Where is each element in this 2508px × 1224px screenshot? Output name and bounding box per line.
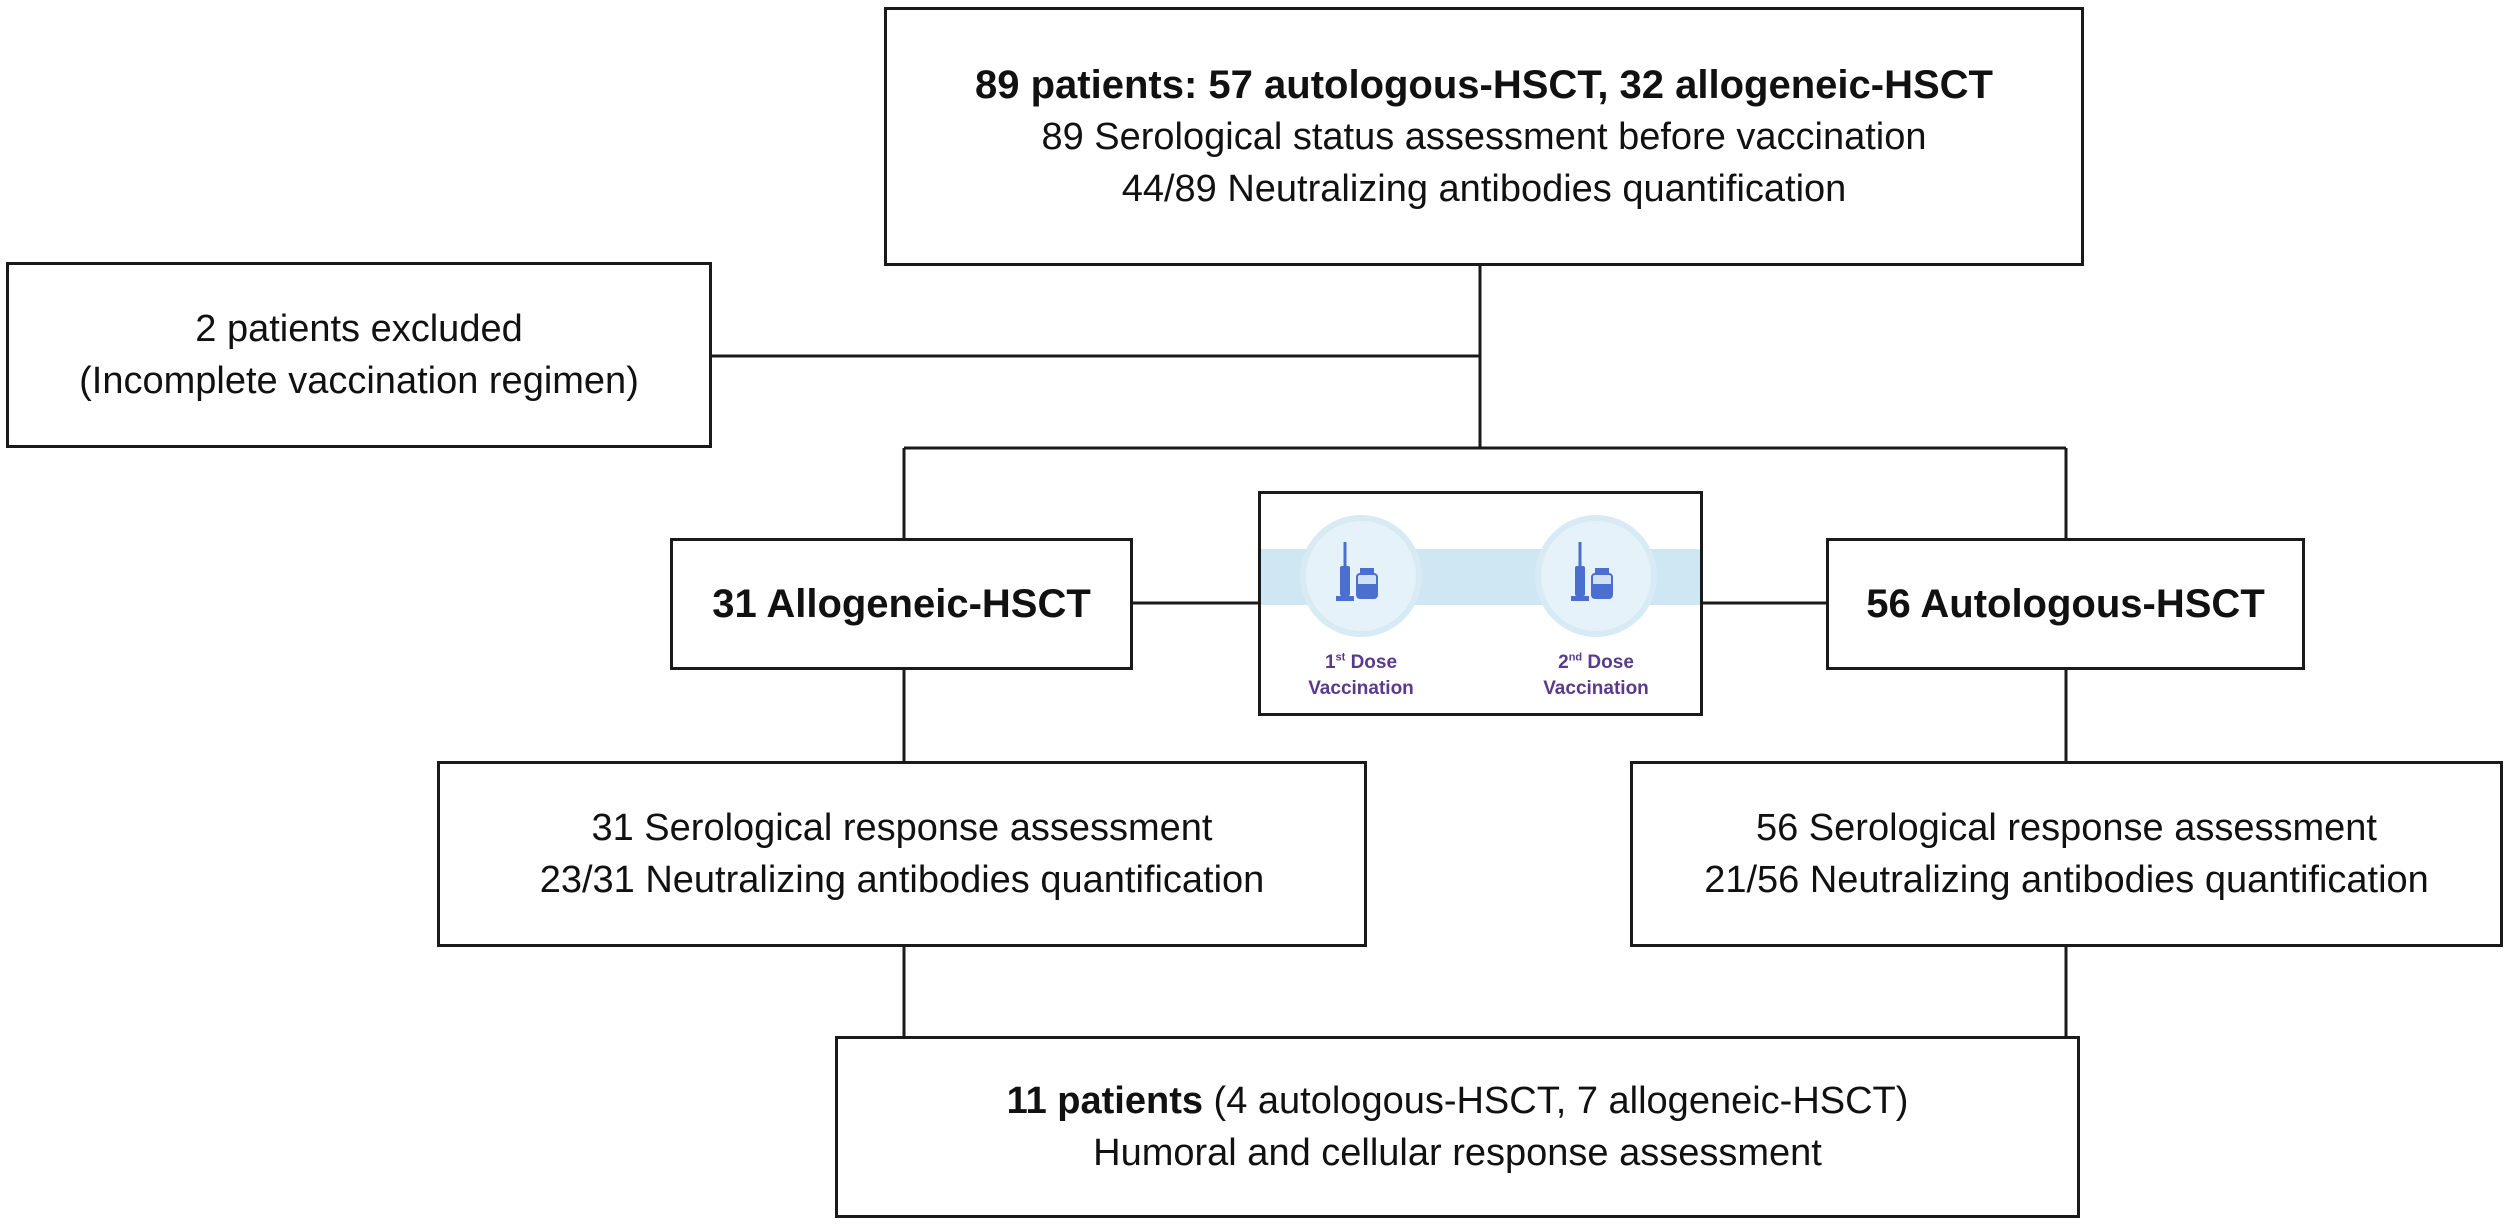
dose1-label: 1st Dose Vaccination xyxy=(1281,650,1441,702)
vaccination-panel: 1st Dose Vaccination 2nd Dose Vaccinatio… xyxy=(1258,491,1703,716)
allogeneic-box: 31 Allogeneic-HSCT xyxy=(670,538,1133,670)
dose2-syringe-icon xyxy=(1535,515,1657,637)
allogeneic-neutralizing-line: 23/31 Neutralizing antibodies quantifica… xyxy=(539,859,1265,901)
dose2-label: 2nd Dose Vaccination xyxy=(1516,650,1676,702)
substudy-box: 11 patients (4 autologous-HSCT, 7 alloge… xyxy=(835,1036,2080,1218)
autologous-neutralizing-line: 21/56 Neutralizing antibodies quantifica… xyxy=(1704,859,2429,901)
dose2-number: 2 xyxy=(1558,652,1569,673)
substudy-count: 11 patients xyxy=(1006,1080,1203,1122)
dose1-suffix: st xyxy=(1335,651,1346,664)
substudy-title: 11 patients (4 autologous-HSCT, 7 alloge… xyxy=(1007,1075,1909,1127)
dose1-caption: Vaccination xyxy=(1308,678,1414,699)
substudy-assessment: Humoral and cellular response assessment xyxy=(1093,1132,1822,1174)
dose2-word: Dose xyxy=(1587,652,1634,673)
allogeneic-serological-line: 31 Serological response assessment xyxy=(591,807,1213,849)
substudy-breakdown: (4 autologous-HSCT, 7 allogeneic-HSCT) xyxy=(1203,1080,1909,1122)
serological-status-line: 89 Serological status assessment before … xyxy=(1041,115,1927,158)
autologous-box: 56 Autologous-HSCT xyxy=(1826,538,2305,670)
neutralizing-antibodies-line: 44/89 Neutralizing antibodies quantifica… xyxy=(1121,167,1847,210)
autologous-response-box: 56 Serological response assessment 21/56… xyxy=(1630,761,2503,947)
dose2-suffix: nd xyxy=(1568,651,1583,664)
dose1-syringe-icon xyxy=(1300,515,1422,637)
enrollment-title: 89 patients: 57 autologous-HSCT, 32 allo… xyxy=(975,62,1993,107)
allogeneic-response-box: 31 Serological response assessment 23/31… xyxy=(437,761,1367,947)
allogeneic-label: 31 Allogeneic-HSCT xyxy=(712,582,1091,626)
dose1-word: Dose xyxy=(1350,652,1398,673)
enrollment-box: 89 patients: 57 autologous-HSCT, 32 allo… xyxy=(884,7,2084,266)
excluded-count: 2 patients excluded xyxy=(195,308,523,350)
excluded-box: 2 patients excluded (Incomplete vaccinat… xyxy=(6,262,712,448)
dose1-number: 1 xyxy=(1324,652,1336,673)
dose2-caption: Vaccination xyxy=(1543,678,1649,699)
excluded-reason: (Incomplete vaccination regimen) xyxy=(79,360,639,402)
autologous-label: 56 Autologous-HSCT xyxy=(1866,582,2265,626)
autologous-serological-line: 56 Serological response assessment xyxy=(1755,807,2377,849)
vaccination-graphic xyxy=(1261,515,1700,637)
